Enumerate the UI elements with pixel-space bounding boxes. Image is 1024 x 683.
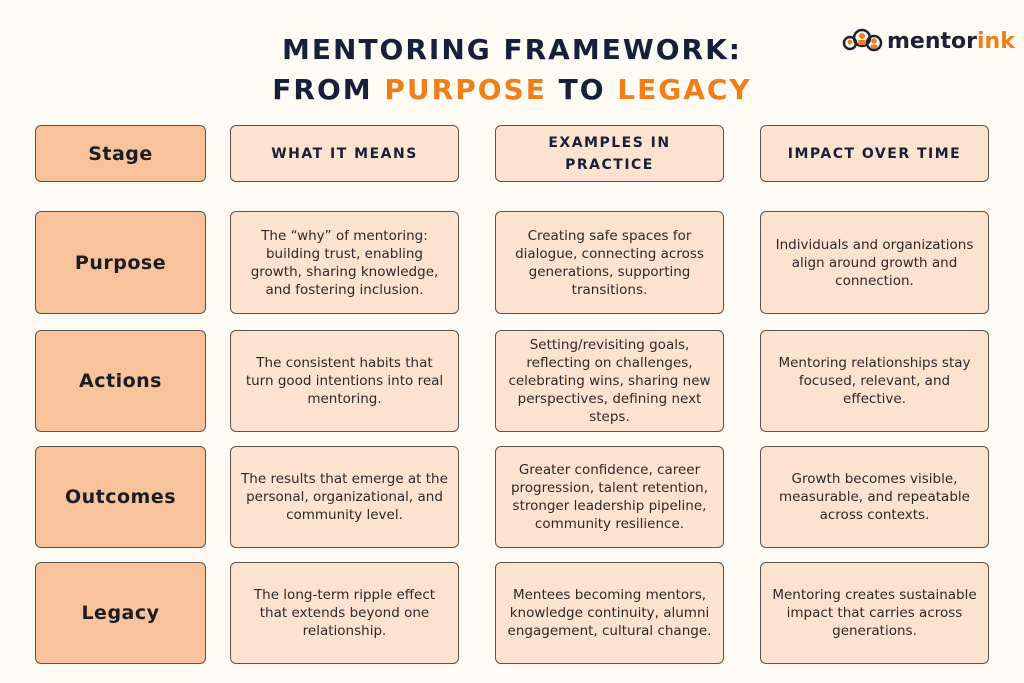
header-examples: EXAMPLES IN PRACTICE: [495, 125, 724, 182]
outcomes-impact: Growth becomes visible, measurable, and …: [760, 446, 989, 548]
title-line-1: MENTORING FRAMEWORK:: [282, 33, 742, 66]
actions-examples: Setting/revisiting goals, reflecting on …: [495, 330, 724, 432]
stage-purpose: Purpose: [35, 211, 206, 314]
header-impact: IMPACT OVER TIME: [760, 125, 989, 182]
purpose-impact: Individuals and organizations align arou…: [760, 211, 989, 314]
outcomes-examples: Greater confidence, career progression, …: [495, 446, 724, 548]
title-text: TO: [546, 73, 618, 106]
logo-text-mentor: mentor: [887, 28, 977, 54]
header-what-it-means: WHAT IT MEANS: [230, 125, 459, 182]
legacy-means: The long-term ripple effect that extends…: [230, 562, 459, 664]
title-text: FROM: [272, 73, 385, 106]
stage-outcomes: Outcomes: [35, 446, 206, 548]
logo-text-ink: ink: [977, 28, 1015, 54]
purpose-examples: Creating safe spaces for dialogue, conne…: [495, 211, 724, 314]
legacy-examples: Mentees becoming mentors, knowledge cont…: [495, 562, 724, 664]
actions-impact: Mentoring relationships stay focused, re…: [760, 330, 989, 432]
stage-legacy: Legacy: [35, 562, 206, 664]
actions-means: The consistent habits that turn good int…: [230, 330, 459, 432]
purpose-means: The “why” of mentoring: building trust, …: [230, 211, 459, 314]
title-highlight-legacy: LEGACY: [617, 73, 752, 106]
title-line-2: FROM PURPOSE TO LEGACY: [0, 70, 1024, 110]
legacy-impact: Mentoring creates sustainable impact tha…: [760, 562, 989, 664]
outcomes-means: The results that emerge at the personal,…: [230, 446, 459, 548]
stage-actions: Actions: [35, 330, 206, 432]
header-stage: Stage: [35, 125, 206, 182]
title-highlight-purpose: PURPOSE: [384, 73, 547, 106]
people-cloud-icon: [842, 28, 883, 52]
page-title: MENTORING FRAMEWORK: FROM PURPOSE TO LEG…: [0, 30, 1024, 110]
